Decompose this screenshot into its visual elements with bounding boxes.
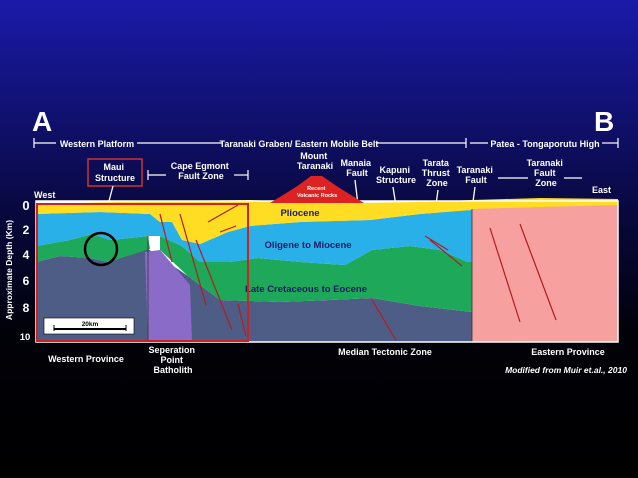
maui-label: Maui Structure [95, 162, 135, 183]
batholith-body [145, 250, 192, 342]
eastern-province-label: Eastern Province [531, 347, 605, 357]
manaia-fault-label: Manaia Fault [340, 158, 373, 178]
volcanic-rocks [270, 176, 364, 203]
y-tick-6: 6 [23, 274, 30, 288]
kapuni-structure-label: Kapuni Structure [376, 165, 416, 185]
cretaceous-layer-main [160, 236, 472, 312]
cretaceous-label: Late Cretaceous to Eocene [245, 284, 367, 295]
scale-bar: 20km [43, 317, 135, 335]
batholith-label: Seperation Point Batholith [148, 345, 197, 375]
western-province-label: Western Province [48, 354, 124, 364]
mount-taranaki-label: Mount Taranaki [297, 151, 333, 171]
basement-layer [36, 249, 472, 342]
eastern-province-body [472, 205, 618, 342]
maui-label-box [87, 158, 143, 187]
y-tick-2: 2 [23, 223, 30, 237]
zone-label-western-platform: Western Platform [60, 139, 134, 149]
boundary-lines [147, 209, 473, 342]
fault-lines [159, 204, 557, 341]
zone-arrows [33, 138, 619, 180]
tarata-thrust-zone-label: Tarata Thrust Zone [422, 158, 453, 188]
taranaki-fault-label: Taranaki Fault [457, 165, 496, 185]
zone-label-taranaki-graben: Taranaki Graben/ Eastern Mobile Belt [220, 139, 379, 149]
volcanic-label: Recent Volcanic Rocks [297, 186, 337, 199]
y-tick-8: 8 [23, 301, 30, 315]
oligocene-layer [36, 210, 472, 265]
y-tick-0: 0 [22, 198, 29, 213]
highlight-box [36, 203, 249, 342]
section-label-b: B [594, 106, 615, 137]
pliocene-label: Pliocene [280, 208, 319, 219]
maui-structure-circle [83, 231, 119, 267]
y-tick-10: 10 [20, 332, 31, 343]
oligocene-label: Oligene to Miocene [264, 240, 351, 251]
scale-bar-label: 20km [82, 321, 99, 328]
cape-egmont-label: Cape Egmont Fault Zone [171, 161, 232, 181]
cretaceous-layer [36, 234, 150, 262]
median-tectonic-zone-label: Median Tectonic Zone [338, 347, 432, 357]
y-tick-4: 4 [23, 248, 30, 262]
west-label: West [34, 190, 55, 200]
section-label-a: A [32, 106, 53, 137]
y-axis-label: Approximate Depth (Km) [4, 220, 14, 320]
zone-label-patea: Patea - Tongaporutu High [490, 139, 599, 149]
taranaki-fault-zone-label: Taranaki Fault Zone [527, 158, 566, 188]
credit-label: Modified from Muir et.al., 2010 [505, 365, 627, 375]
east-label: East [592, 185, 611, 195]
